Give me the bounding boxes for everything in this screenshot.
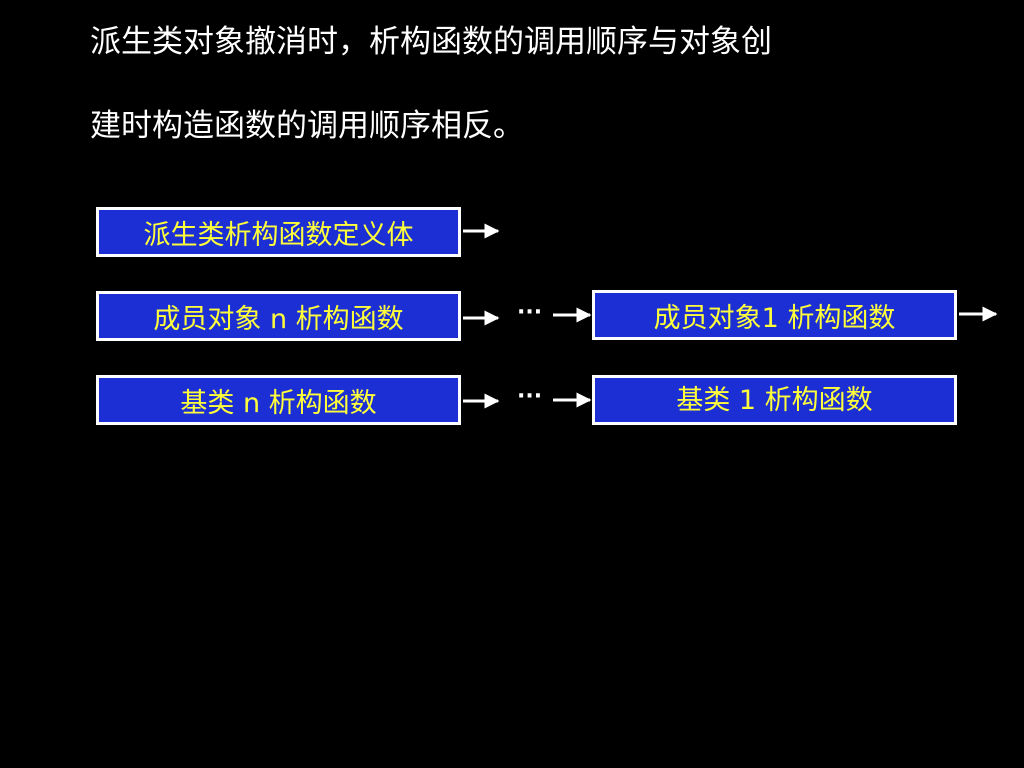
intro-line-2: 建时构造函数的调用顺序相反。 — [90, 108, 524, 144]
base-1-destructor-box: 基类 1 析构函数 — [592, 375, 957, 425]
member-1-destructor-box: 成员对象1 析构函数 — [592, 290, 957, 340]
member-ellipsis: ··· — [517, 300, 543, 325]
base-n-destructor-box: 基类 n 析构函数 — [96, 375, 461, 425]
member-1-destructor-label: 成员对象1 析构函数 — [653, 302, 896, 334]
member-n-destructor-label: 成员对象 n 析构函数 — [153, 303, 404, 335]
derived-destructor-label: 派生类析构函数定义体 — [143, 219, 414, 251]
intro-line-1: 派生类对象撤消时，析构函数的调用顺序与对象创 — [90, 24, 772, 60]
base-1-destructor-label: 基类 1 析构函数 — [676, 384, 873, 416]
intro-text: 派生类对象撤消时，析构函数的调用顺序与对象创 建时构造函数的调用顺序相反。 — [90, 22, 990, 146]
derived-destructor-box: 派生类析构函数定义体 — [96, 207, 461, 257]
base-n-destructor-label: 基类 n 析构函数 — [180, 387, 377, 419]
base-ellipsis: ··· — [517, 384, 543, 409]
member-n-destructor-box: 成员对象 n 析构函数 — [96, 291, 461, 341]
